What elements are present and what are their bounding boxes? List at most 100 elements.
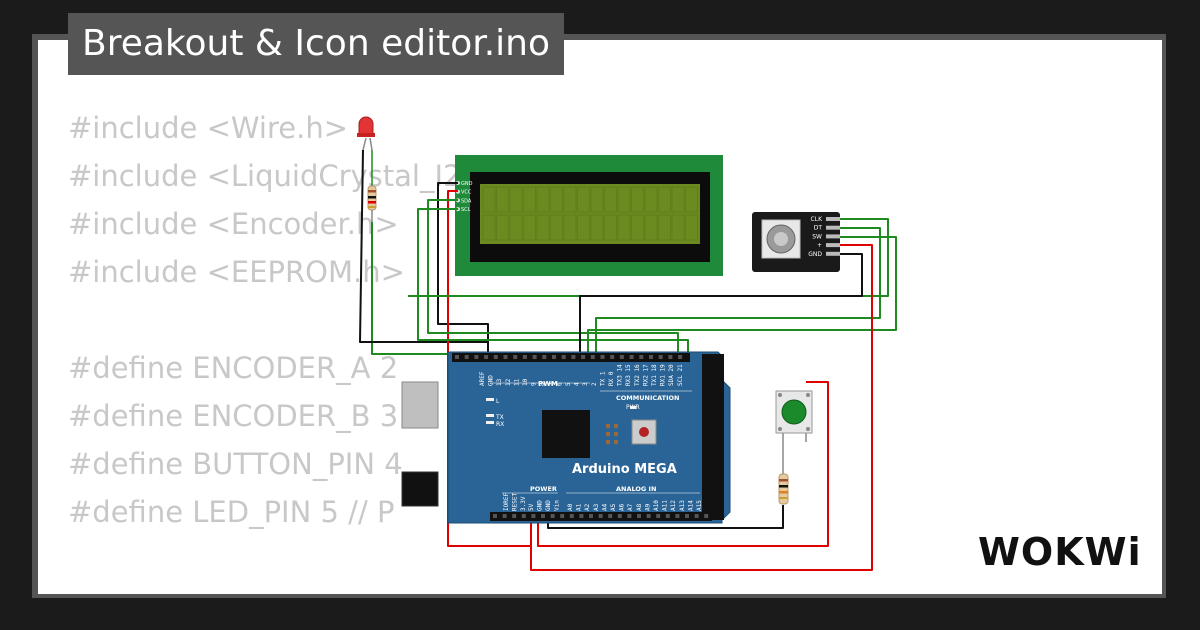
header-pin[interactable]: [610, 355, 615, 359]
lcd-gnd-wire: [437, 182, 489, 356]
header-pin[interactable]: [542, 355, 547, 359]
top-pin-label: TX1 18: [651, 364, 658, 386]
communication-label: COMMUNICATION: [616, 394, 679, 402]
top-pin-label: 10: [522, 378, 529, 386]
top-pin-label: 8: [539, 382, 546, 386]
header-pin[interactable]: [531, 514, 536, 518]
side-header: [702, 354, 724, 520]
power-pin-label: 3.3V: [520, 496, 527, 511]
top-pin-label: 5: [565, 382, 572, 386]
led-icon[interactable]: [357, 116, 375, 151]
header-pin[interactable]: [560, 514, 565, 518]
wires: [359, 149, 897, 571]
power-pin-label: 5V: [528, 503, 535, 511]
header-pin[interactable]: [512, 514, 517, 518]
header-pin[interactable]: [503, 355, 508, 359]
lcd-pin-label: SCL: [461, 207, 471, 213]
code-line: #define LED_PIN 5 // P: [68, 495, 395, 529]
header-pin[interactable]: [455, 355, 459, 359]
header-pin[interactable]: [474, 355, 479, 359]
wokwi-logo: WOKWi: [978, 530, 1142, 574]
enc-gnd-wire: [579, 253, 863, 356]
top-pin-label: SCL 21: [677, 364, 684, 386]
button-vcc-wire: [537, 381, 829, 547]
header-pin[interactable]: [658, 355, 663, 359]
analog-pin-label: A10: [653, 500, 660, 511]
power-pin-label: RESET: [511, 493, 518, 511]
analog-pin-label: A13: [679, 500, 686, 511]
header-pin[interactable]: [589, 514, 593, 518]
encoder-pin[interactable]: [826, 243, 840, 248]
encoder-pin[interactable]: [826, 251, 840, 256]
header-pin[interactable]: [649, 355, 653, 359]
header-pin[interactable]: [704, 514, 709, 518]
header-pin[interactable]: [685, 514, 689, 518]
code-line: #define BUTTON_PIN 4: [68, 447, 403, 481]
header-pin[interactable]: [541, 514, 545, 518]
header-pin[interactable]: [678, 355, 683, 359]
analog-pin-label: A14: [687, 500, 694, 511]
power-pin-label: IOREF: [503, 493, 510, 511]
header-pin[interactable]: [608, 514, 613, 518]
header-pin[interactable]: [579, 514, 584, 518]
enc-vcc-wire: [530, 244, 873, 571]
header-pin[interactable]: [629, 355, 634, 359]
header-pin[interactable]: [493, 514, 497, 518]
analog-pin-label: A7: [627, 503, 634, 511]
pwm-label: PWM: [538, 380, 558, 388]
header-pin[interactable]: [627, 514, 632, 518]
header-pin[interactable]: [637, 514, 641, 518]
code-line: #define ENCODER_A 2: [68, 351, 399, 385]
top-pin-label: 3: [582, 382, 589, 386]
encoder-pin-label: SW: [812, 233, 822, 240]
encoder-pin[interactable]: [826, 234, 840, 239]
header-pin[interactable]: [502, 514, 507, 518]
enc-sw-wire: [587, 236, 897, 356]
encoder-pin[interactable]: [826, 217, 840, 221]
header-pin[interactable]: [639, 355, 644, 359]
top-pin-label: 13: [496, 378, 503, 386]
power-pin-label: GND: [537, 500, 544, 511]
top-pin-label: AREF: [479, 371, 486, 386]
header-pin[interactable]: [617, 514, 622, 518]
header-pin[interactable]: [569, 514, 574, 518]
header-pin[interactable]: [665, 514, 670, 518]
analog-pin-label: A6: [619, 503, 626, 511]
header-pin[interactable]: [646, 514, 651, 518]
push-button[interactable]: [775, 390, 813, 434]
header-pin[interactable]: [561, 355, 566, 359]
header-pin[interactable]: [493, 355, 498, 359]
header-pin[interactable]: [521, 514, 526, 518]
header-pin[interactable]: [464, 355, 469, 359]
header-pin[interactable]: [675, 514, 680, 518]
led-resistor-icon[interactable]: [367, 150, 377, 222]
lcd-scl-wire: [417, 208, 689, 356]
header-pin[interactable]: [598, 514, 603, 518]
header-pin[interactable]: [484, 355, 489, 359]
header-pin[interactable]: [668, 355, 673, 359]
top-pin-label: GND: [488, 375, 495, 386]
header-pin[interactable]: [532, 355, 537, 359]
header-pin[interactable]: [571, 355, 576, 359]
header-pin[interactable]: [552, 355, 556, 359]
header-pin[interactable]: [619, 355, 624, 359]
header-pin[interactable]: [694, 514, 699, 518]
encoder-pin-label: GND: [808, 251, 822, 258]
header-pin[interactable]: [522, 355, 527, 359]
header-pin[interactable]: [600, 355, 605, 359]
header-pin[interactable]: [550, 514, 555, 518]
header-pin[interactable]: [513, 355, 518, 359]
power-pin-label: GND: [545, 500, 552, 511]
code-line: Encoder enc(ENCODER_A, ENCODER_B);: [68, 584, 655, 594]
analog-pin-label: A15: [696, 500, 703, 511]
header-pin[interactable]: [656, 514, 661, 518]
header-pin[interactable]: [581, 355, 586, 359]
board-name: Arduino MEGA: [572, 462, 677, 477]
header-pin[interactable]: [590, 355, 595, 359]
button-resistor-icon[interactable]: [778, 473, 789, 505]
wokwi-logo-text: WOKWi: [978, 530, 1142, 574]
encoder-pin[interactable]: [826, 225, 840, 230]
